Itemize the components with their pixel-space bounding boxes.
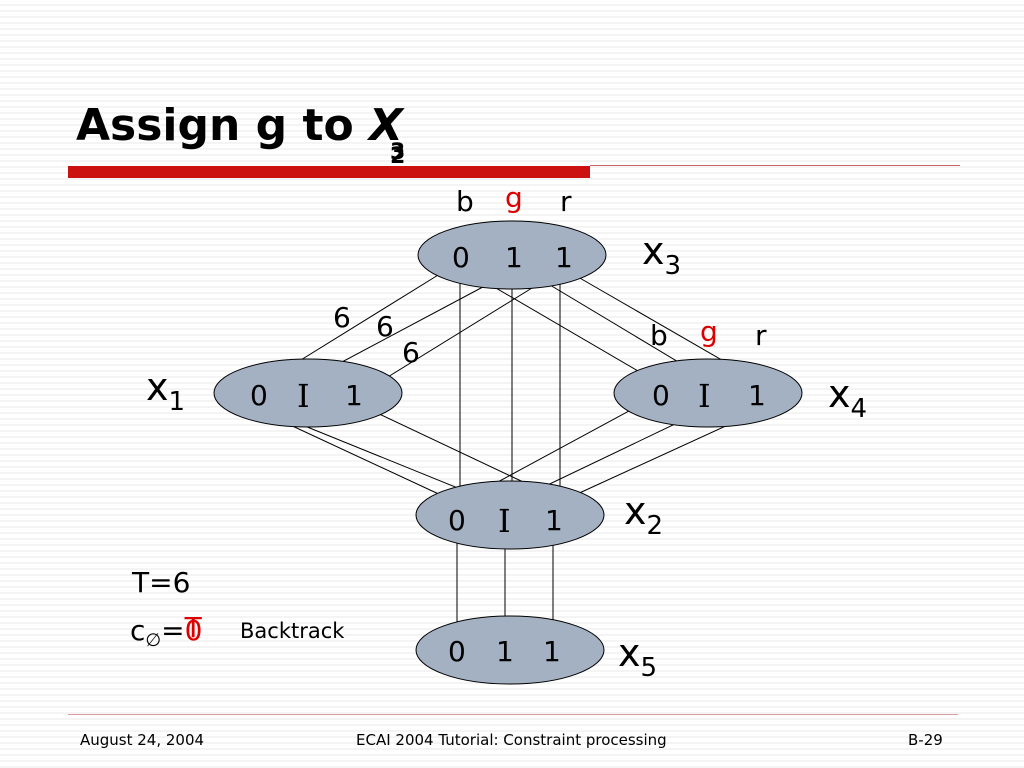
node-x4-ellipse (613, 358, 803, 428)
lower-bound-eq: = (161, 614, 185, 647)
color-label-r: r (560, 185, 572, 218)
x4-label-sub: 4 (850, 394, 868, 424)
x3-value-0: 0 (452, 241, 470, 274)
x1-value-1: I (297, 377, 310, 415)
x1-label: x1 (146, 365, 185, 415)
x2-label: x2 (624, 489, 663, 539)
upper-bound-label: T=6 (132, 566, 191, 599)
lower-bound-subscript: ∅ (145, 630, 162, 651)
footer-rule (68, 714, 958, 715)
node-x3-ellipse (417, 220, 607, 290)
color-label-b: b (456, 185, 474, 218)
x3-value-1: 1 (505, 241, 523, 274)
x2-value-0: 0 (448, 504, 466, 537)
color-label-r-x4: r (755, 319, 767, 352)
node-x5-ellipse (415, 615, 605, 685)
x2-value-1: I (498, 502, 511, 540)
x1-label-letter: x (146, 365, 169, 409)
x4-label: x4 (828, 372, 867, 422)
x2-label-sub: 2 (646, 511, 664, 541)
x1-value-0: 0 (250, 379, 268, 412)
x1-value-2: 1 (345, 379, 363, 412)
x5-label: x5 (618, 631, 657, 681)
node-x2-ellipse (415, 480, 605, 550)
x2-value-2: 1 (545, 504, 563, 537)
x4-label-letter: x (828, 372, 851, 416)
title-text: Assign g to (76, 100, 370, 151)
title-subscript-a: 3 (390, 140, 406, 165)
color-label-g: g (505, 181, 523, 214)
edge-cost-3: 6 (402, 336, 420, 369)
lower-bound-c: c (130, 614, 146, 647)
footer-page-number: B-29 (908, 731, 943, 749)
x2-label-letter: x (624, 489, 647, 533)
title-subscript-b: 2 (390, 144, 406, 169)
constraint-edges (257, 269, 766, 632)
lower-bound-value-b: T (184, 611, 202, 644)
x4-value-2: 1 (748, 379, 766, 412)
node-x1-ellipse (213, 358, 403, 428)
x4-value-1: I (698, 377, 711, 415)
edge-cost-2: 6 (376, 310, 394, 343)
title-variable: X (369, 100, 403, 151)
x3-value-2: 1 (555, 241, 573, 274)
slide-title: Assign g to X (76, 100, 403, 151)
lower-bound-value-a: 0 (184, 614, 203, 647)
x5-value-2: 1 (543, 635, 561, 668)
x5-label-letter: x (618, 631, 641, 675)
title-rule (590, 165, 960, 166)
edge-cost-1: 6 (333, 301, 351, 334)
x3-label-letter: x (642, 229, 665, 273)
x1-label-sub: 1 (168, 387, 186, 417)
x4-value-0: 0 (652, 379, 670, 412)
x5-label-sub: 5 (640, 653, 658, 683)
footer-title: ECAI 2004 Tutorial: Constraint processin… (356, 731, 667, 749)
color-label-g-x4: g (700, 315, 718, 348)
edge-x3-x1-c (369, 279, 546, 389)
x5-value-1: 1 (496, 635, 514, 668)
x3-label: x3 (642, 229, 681, 279)
x3-label-sub: 3 (664, 251, 682, 281)
footer-date: August 24, 2004 (80, 731, 205, 749)
title-accent-bar (68, 166, 590, 178)
edge-x3-x4-b (524, 269, 706, 379)
x5-value-0: 0 (448, 635, 466, 668)
color-label-b-x4: b (650, 319, 668, 352)
backtrack-label: Backtrack (240, 619, 345, 643)
